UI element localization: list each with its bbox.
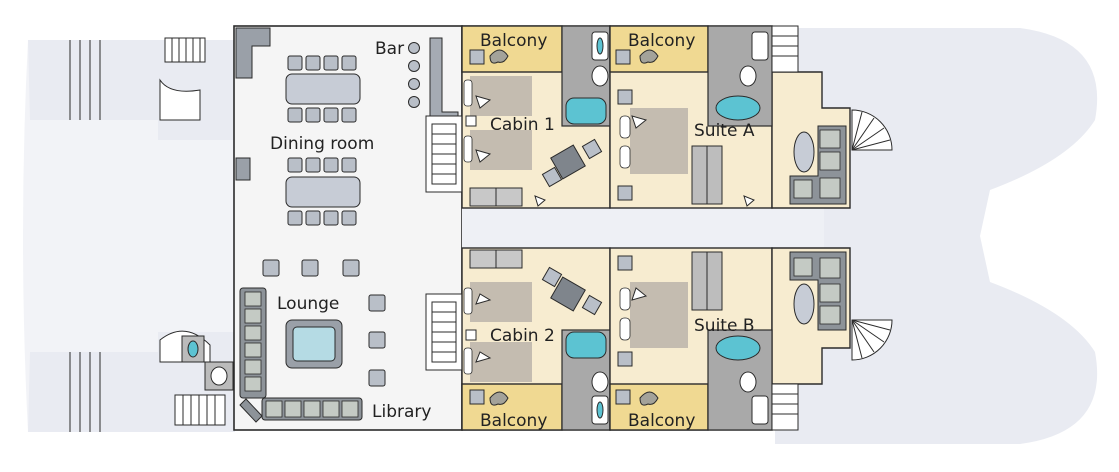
lounge-label: Lounge [277, 294, 339, 314]
bow-stairs-bottom [771, 319, 893, 431]
bed-cabin-1-a [470, 76, 532, 116]
lounge-sofa-seats-side [244, 291, 262, 392]
aft-stairs-top [159, 37, 206, 121]
balcony-suite-b-label: Balcony [628, 411, 695, 431]
balcony-cabin-2-label: Balcony [480, 411, 547, 431]
salon-column [235, 157, 251, 181]
cabin-2-label: Cabin 2 [490, 326, 555, 346]
suite-a-label: Suite A [694, 121, 755, 141]
salon-corner-unit [235, 27, 271, 79]
dining-table-1 [285, 55, 361, 123]
central-corridor [462, 208, 824, 248]
bed-cabin-1-b [470, 130, 532, 170]
balcony-suite-a-label: Balcony [628, 31, 695, 51]
aft-stairs-bottom [159, 330, 234, 426]
stern-steps [69, 40, 101, 432]
coffee-table [285, 319, 343, 369]
suite-b [609, 247, 851, 431]
dining-table-2 [285, 157, 361, 226]
suite-a [609, 25, 851, 209]
balcony-cabin-1-label: Balcony [480, 31, 547, 51]
cabin-1 [461, 25, 611, 209]
dining-room-label: Dining room [270, 134, 374, 154]
salon-stairs-bottom [425, 293, 463, 371]
bow-stairs-top [771, 25, 893, 151]
suite-b-label: Suite B [694, 316, 754, 336]
cabin-1-label: Cabin 1 [490, 115, 555, 135]
bar-label: Bar [375, 39, 404, 59]
lounge-stools [262, 259, 386, 387]
lounge-sofa-seats-bottom [265, 400, 359, 418]
salon-stairs-top [425, 115, 463, 193]
library-label: Library [372, 402, 431, 422]
bar-stools [408, 42, 420, 108]
bed-cabin-2-b [470, 342, 532, 382]
cabin-2 [461, 247, 611, 431]
lounge-sofa-corner [239, 398, 263, 423]
